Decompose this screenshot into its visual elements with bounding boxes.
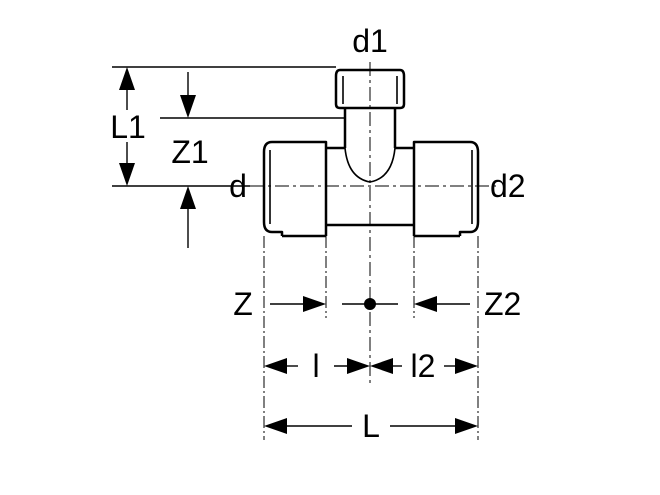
center-point <box>364 298 376 310</box>
label-d: d <box>229 168 247 204</box>
label-L1: L1 <box>110 109 146 145</box>
dimension-l-l2 <box>264 358 478 374</box>
right-socket <box>412 140 480 238</box>
label-d1: d1 <box>352 23 388 59</box>
label-Z1: Z1 <box>171 134 208 170</box>
Z-arrow <box>303 296 326 312</box>
label-L: L <box>362 408 380 444</box>
L-arrow-left <box>264 418 287 434</box>
l2-arrow-left <box>370 358 393 374</box>
Z1-arrow-up <box>180 186 196 209</box>
label-Z: Z <box>233 286 253 322</box>
dimension-Z-Z2 <box>270 296 470 312</box>
labels: d1 L1 Z1 d d2 Z Z2 l l2 L <box>110 23 525 444</box>
label-l2: l2 <box>411 348 436 384</box>
L1-arrow-up <box>119 67 135 90</box>
label-d2: d2 <box>490 168 526 204</box>
Z2-arrow <box>414 296 437 312</box>
L1-arrow-down <box>119 163 135 186</box>
L-arrow-right <box>455 418 478 434</box>
Z1-arrow-down <box>180 95 196 118</box>
label-Z2: Z2 <box>484 286 521 322</box>
dimension-L1 <box>119 67 135 186</box>
label-l: l <box>312 348 319 384</box>
l-arrow-right <box>347 358 370 374</box>
left-socket <box>262 140 328 238</box>
l-arrow-left <box>264 358 287 374</box>
extension-lines <box>112 66 479 440</box>
dimension-L <box>264 418 478 434</box>
center-lines <box>250 62 498 384</box>
top-socket <box>334 68 406 148</box>
l2-arrow-right <box>455 358 478 374</box>
dimension-Z1 <box>180 72 196 248</box>
tee-fitting-body <box>262 68 480 238</box>
